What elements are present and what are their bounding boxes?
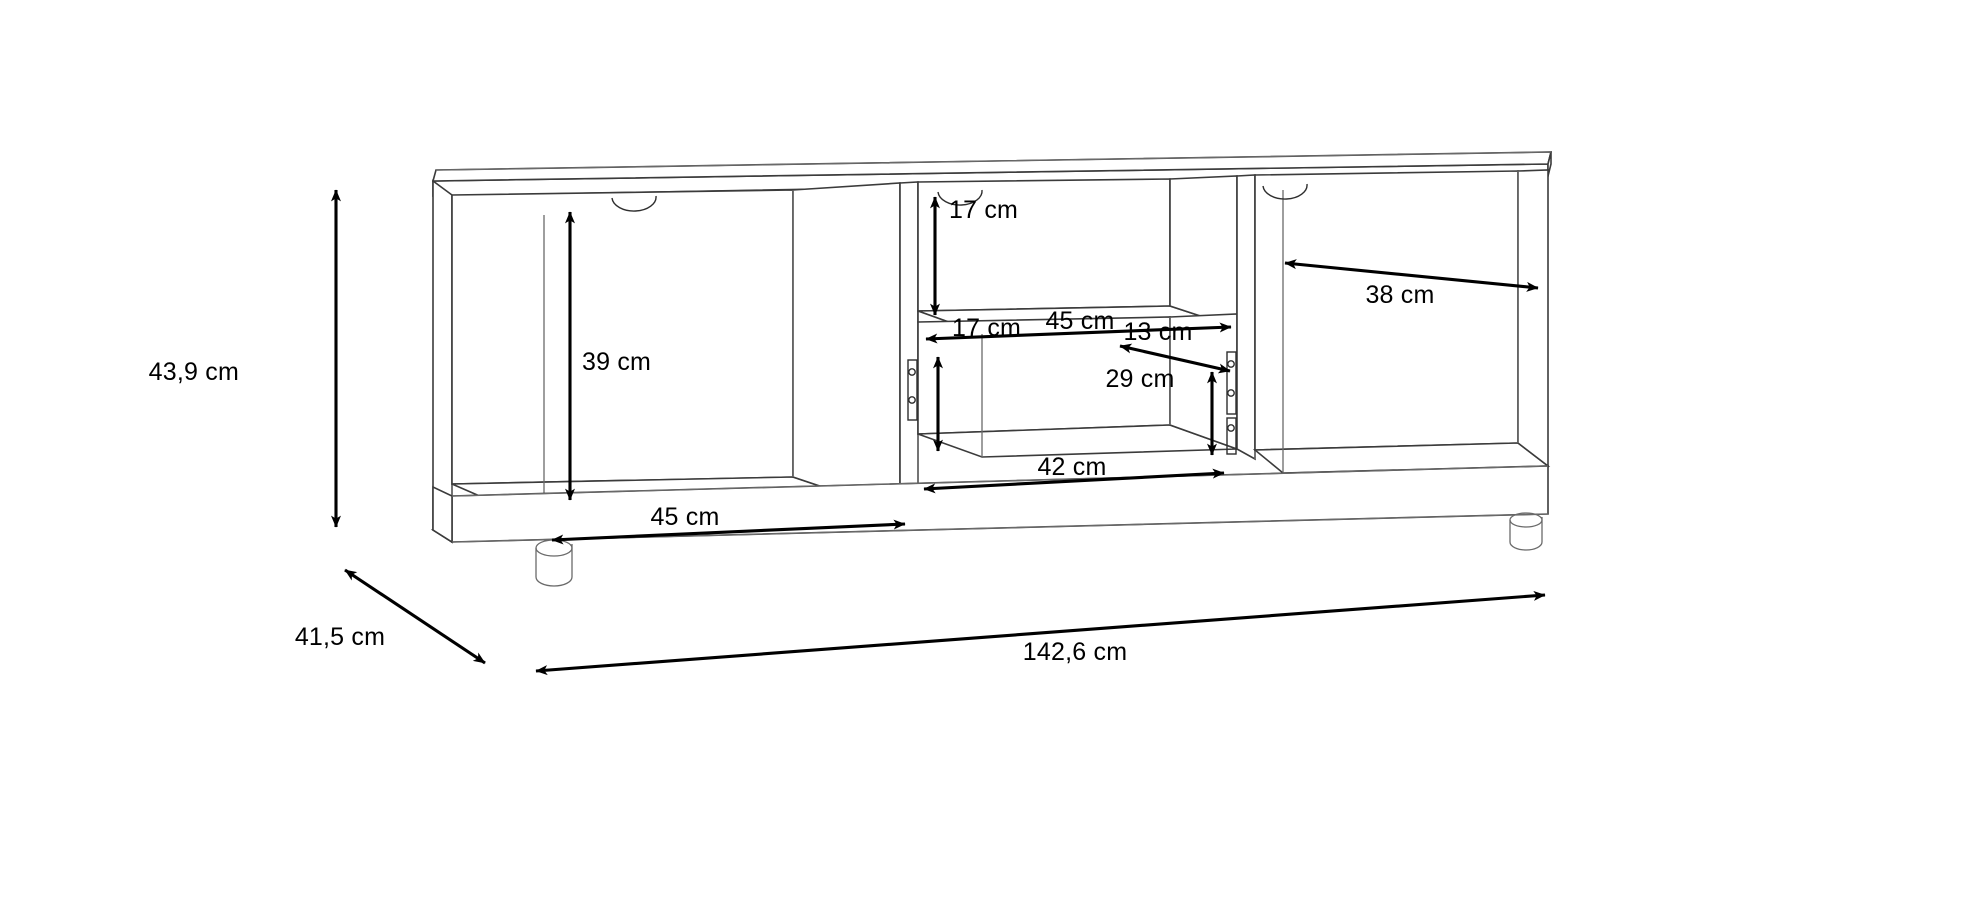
right-compartment: [1252, 169, 1551, 474]
dimension-label-middle-lower-height: 17 cm: [952, 314, 1021, 342]
dimension-middle-lower-depth: 29 cm: [1105, 343, 1231, 393]
dimension-left-width: 45 cm: [551, 503, 906, 545]
left-compartment: [451, 182, 901, 525]
dimension-label-left-height: 39 cm: [582, 348, 651, 376]
cable-cutouts: [611, 183, 1308, 212]
divider-right: [1236, 174, 1256, 461]
dimension-label-middle-lower-width: 42 cm: [1037, 453, 1106, 481]
divider-left: [899, 181, 919, 523]
dimension-label-middle-lower-depth: 29 cm: [1105, 365, 1174, 393]
dimension-middle-lower-height: 17 cm: [933, 314, 1021, 452]
shelf-hardware: [907, 351, 1237, 455]
dimension-label-overall-depth: 41,5 cm: [295, 623, 385, 651]
dimension-middle-inner-height: 13 cm: [1123, 318, 1217, 456]
dimension-middle-upper-width: 45 cm: [925, 307, 1232, 344]
dimension-middle-lower-width: 42 cm: [923, 453, 1225, 494]
dimension-overall-width: 142,6 cm: [535, 590, 1546, 676]
top-panel: [431, 151, 1553, 197]
dimension-label-left-width: 45 cm: [650, 503, 719, 531]
dimension-right-depth: 38 cm: [1284, 259, 1539, 309]
middle-compartment: [917, 175, 1238, 458]
dimension-label-overall-height: 43,9 cm: [149, 358, 239, 386]
dimension-label-right-depth: 38 cm: [1365, 281, 1434, 309]
dimension-middle-upper-height: 17 cm: [930, 196, 1018, 316]
dimension-overall-height: 43,9 cm: [149, 189, 341, 528]
cabinet-feet: [535, 512, 1543, 587]
dimension-label-middle-upper-height: 17 cm: [949, 196, 1018, 224]
dimension-label-middle-upper-width: 45 cm: [1045, 307, 1114, 335]
dimension-left-height: 39 cm: [565, 211, 651, 501]
cabinet-body: [430, 151, 1553, 587]
dimension-label-overall-width: 142,6 cm: [1023, 638, 1127, 666]
dimension-overall-depth: 41,5 cm: [295, 568, 486, 665]
dimension-label-middle-inner-height: 13 cm: [1123, 318, 1192, 346]
